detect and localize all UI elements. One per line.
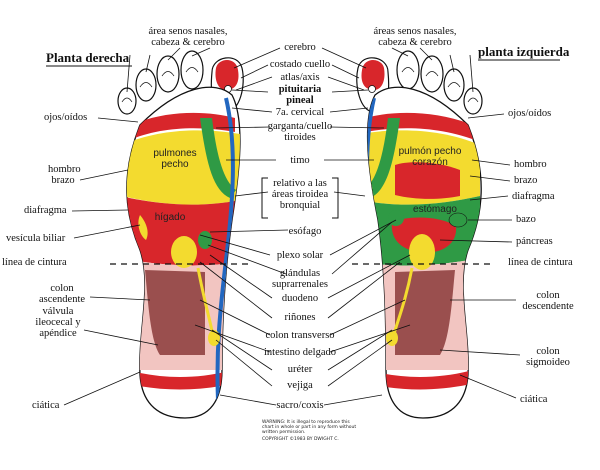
liver-zone-right [126,196,240,266]
left-foot [352,50,495,419]
second-toe-left [396,50,420,90]
colon-zone-right [145,270,205,355]
leader-lines [63,47,521,406]
label-diaphragm-left: diafragma [512,191,555,202]
label-throat-thyroid: garganta/cuello tiroides [267,121,333,143]
label-ureter: uréter [287,364,313,375]
fourth-toe-right [135,68,157,102]
label-sciatic-left: ciática [520,394,548,405]
label-transverse-colon: colon transverso [265,330,335,341]
label-small-intestine: intestino delgado [263,347,337,358]
label-eyes-ears-right: ojos/oídos [44,112,88,123]
label-diaphragm-right: diafragma [24,205,67,216]
label-thymus: timo [290,155,310,166]
pituitary-point-left [368,85,376,93]
organ-lungs-chest: pulmones pecho [153,148,197,170]
throat-zone-right [200,118,236,198]
spine-line-right [215,97,235,401]
organ-lung-chest-heart: pulmón pecho corazón [398,146,462,168]
label-shoulder-left: hombro [514,159,547,170]
label-descending-colon: colon descendente [522,290,574,312]
organ-stomach: estómago [413,204,457,215]
gallbladder-right [171,236,197,268]
sciatic-zone-left [367,368,480,390]
label-eyes-ears-left: ojos/oídos [508,108,552,119]
title-left-foot: planta izquierda [478,44,570,59]
second-toe-right [180,50,204,90]
label-waistline-right: línea de cintura [2,257,67,268]
label-esophagus: esófago [288,226,322,237]
label-atlas-axis: atlas/axis [280,72,320,83]
label-ascending-colon: colon ascendente [38,283,86,305]
gallbladder-drop-right [138,215,148,240]
label-arm-left: brazo [514,175,538,186]
colon-zone-left [395,270,455,355]
right-foot [110,50,250,419]
fourth-toe-left [443,68,465,102]
heart-zone-left [395,162,460,199]
label-waistline-left: línea de cintura [508,257,573,268]
throat-zone-left [367,118,400,198]
label-duodenum: duodeno [281,293,319,304]
label-neck-side: costado cuello [269,59,331,70]
label-thyroid-bronchial: relativo a las áreas tiroidea bronquial [271,178,329,211]
title-right-foot: Planta derecha [46,50,130,65]
kidney-left [409,234,435,270]
spleen-left [448,212,468,228]
label-brain: cerebro [284,42,316,53]
label-solar-plexus: plexo solar [276,250,324,261]
label-sacrum-coccyx: sacro/coxis [276,400,324,411]
third-toe-right [156,55,180,93]
label-pancreas: páncreas [516,236,553,247]
label-sigmoid-colon: colon sigmoideo [526,346,570,368]
bladder-right [208,330,220,346]
bracket [261,177,339,219]
brain-zone-left [361,60,385,90]
label-pituitary: pituitaria pineal [278,84,322,106]
label-spleen: bazo [516,214,536,225]
label-ileocecal-valve: válvula ileocecal y apéndice [35,306,81,339]
label-sciatic-right: ciática [32,400,60,411]
brain-zone-right [215,60,239,90]
label-sinus-right: área senos nasales, cabeza & cerebro [148,26,228,48]
organ-liver: hígado [154,212,186,223]
label-adrenals: glándulas suprarrenales [272,268,328,290]
copyright-warning: WARNING: It is illegal to reproduce this… [262,420,357,435]
label-cervical: 7a. cervical [275,107,325,118]
label-bladder: vejiga [287,380,313,391]
copyright-notice: COPYRIGHT ©1983 BY DWIGHT C. [262,437,339,442]
label-kidneys: riñones [284,312,316,323]
label-gallbladder: vesícula biliar [6,233,66,244]
sciatic-zone-right [126,368,240,390]
label-shoulder-arm-right: hombro brazo [48,164,81,186]
third-toe-left [420,55,444,93]
label-sinus-left: áreas senos nasales, cabeza & cerebro [373,26,457,48]
adrenal-right [198,231,212,249]
